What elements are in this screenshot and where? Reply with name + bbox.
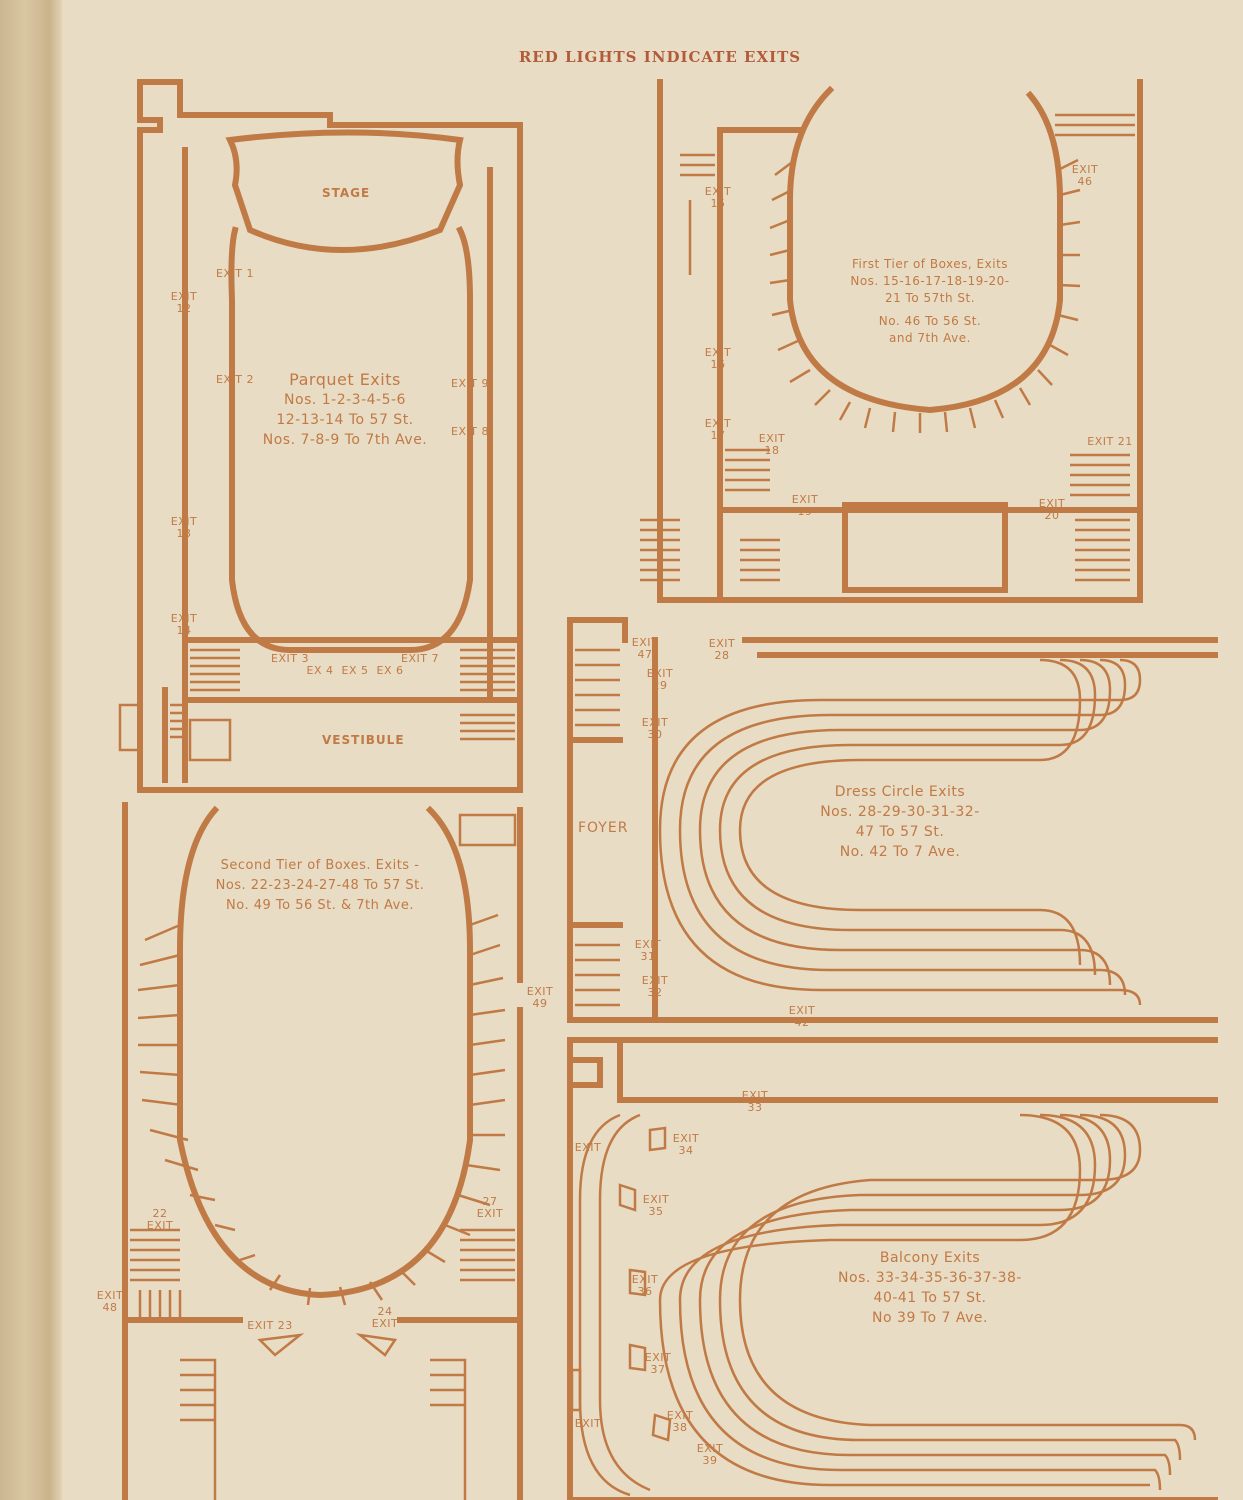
dress-circle-line-1: Nos. 28-29-30-31-32- <box>820 804 980 820</box>
first-tier-line-4: and 7th Ave. <box>889 331 971 345</box>
parquet-seating <box>228 225 473 653</box>
parquet-exit-9: EXIT 9 <box>451 377 489 390</box>
balcony-line-2: 40-41 To 57 St. <box>873 1290 987 1306</box>
second-tier-box-partitions <box>130 813 517 1500</box>
second-tier-title: Second Tier of Boxes. Exits - <box>220 858 420 873</box>
foyer-label: FOYER <box>578 820 629 836</box>
second-tier-exit-49: EXIT 49 <box>526 985 554 1010</box>
dress-circle-line-2: 47 To 57 St. <box>855 824 945 840</box>
second-tier-caption: Second Tier of Boxes. Exits - Nos. 22-23… <box>190 856 450 916</box>
first-tier-plan <box>640 79 1143 603</box>
first-tier-title: First Tier of Boxes, Exits <box>851 257 1009 271</box>
balcony-caption: Balcony Exits Nos. 33-34-35-36-37-38- 40… <box>815 1248 1045 1328</box>
parquet-line-3: Nos. 7-8-9 To 7th Ave. <box>262 432 428 448</box>
first-tier-exit-16: EXIT 16 <box>704 346 732 371</box>
parquet-exit-14: EXIT 14 <box>170 612 198 637</box>
balcony-line-1: Nos. 33-34-35-36-37-38- <box>838 1270 1022 1286</box>
dress-circle-exit-32: EXIT 32 <box>641 974 669 999</box>
first-tier-exit-19: EXIT 19 <box>791 493 819 518</box>
balcony-exit-38: EXIT 38 <box>666 1409 694 1434</box>
parquet-line-2: 12-13-14 To 57 St. <box>276 412 414 428</box>
dress-circle-exit-30: EXIT 30 <box>641 716 669 741</box>
balcony-exit-36: EXIT 36 <box>631 1273 659 1298</box>
balcony-exit-34: EXIT 34 <box>672 1132 700 1157</box>
first-tier-exit-17: EXIT 17 <box>704 417 732 442</box>
second-tier-line-1: Nos. 22-23-24-27-48 To 57 St. <box>215 878 425 893</box>
parquet-exit-8: EXIT 8 <box>451 425 489 438</box>
parquet-outer-wall <box>137 79 523 793</box>
dress-circle-caption: Dress Circle Exits Nos. 28-29-30-31-32- … <box>795 782 1005 862</box>
balcony-exit-west-upper: EXIT <box>574 1141 602 1154</box>
dress-circle-plan <box>567 617 1218 1023</box>
first-tier-exit-15: EXIT 15 <box>704 185 732 210</box>
dress-circle-line-3: No. 42 To 7 Ave. <box>839 844 961 860</box>
second-tier-walls <box>122 802 523 1500</box>
parquet-exit-2: EXIT 2 <box>216 373 254 386</box>
dress-circle-exit-29: EXIT 29 <box>646 667 674 692</box>
first-tier-exit-18: EXIT 18 <box>758 432 786 457</box>
vestibule-label: VESTIBULE <box>322 733 405 747</box>
parquet-caption: Parquet Exits Nos. 1-2-3-4-5-6 12-13-14 … <box>240 370 450 450</box>
dress-circle-title: Dress Circle Exits <box>834 784 966 800</box>
parquet-exit-4: EX 4 <box>306 664 334 677</box>
parquet-plan <box>118 79 523 793</box>
parquet-title: Parquet Exits <box>289 370 401 389</box>
first-tier-caption: First Tier of Boxes, Exits Nos. 15-16-17… <box>825 256 1035 347</box>
second-tier-exit-22: 22 EXIT <box>146 1207 174 1232</box>
second-tier-line-2: No. 49 To 56 St. & 7th Ave. <box>226 898 414 913</box>
first-tier-line-3: No. 46 To 56 St. <box>878 314 982 328</box>
first-tier-boxes <box>787 85 1063 414</box>
second-tier-exit-48: EXIT 48 <box>96 1289 124 1314</box>
balcony-exit-39: EXIT 39 <box>696 1442 724 1467</box>
dress-circle-rows <box>575 648 1142 1007</box>
first-tier-exit-21: EXIT 21 <box>1087 435 1133 448</box>
dress-circle-exit-28: EXIT 28 <box>708 637 736 662</box>
dress-circle-exit-31: EXIT 31 <box>634 938 662 963</box>
balcony-exit-33: EXIT 33 <box>741 1089 769 1114</box>
first-tier-exit-46: EXIT 46 <box>1071 163 1099 188</box>
first-tier-west-wall <box>717 127 803 603</box>
second-tier-exit-24: 24 EXIT <box>371 1305 399 1330</box>
balcony-line-3: No 39 To 7 Ave. <box>872 1310 988 1326</box>
dress-circle-north-rooms <box>567 617 628 743</box>
second-tier-exit-23: EXIT 23 <box>247 1319 293 1332</box>
second-tier-plan <box>122 802 523 1500</box>
second-tier-exit-27: 27 EXIT <box>476 1195 504 1220</box>
balcony-title: Balcony Exits <box>879 1250 981 1266</box>
page-header: RED LIGHTS INDICATE EXITS <box>518 48 802 66</box>
balcony-plan <box>567 1037 1218 1500</box>
first-tier-box-partitions <box>640 113 1135 582</box>
dress-circle-exit-42: EXIT 42 <box>788 1004 816 1029</box>
second-tier-boxes <box>177 805 473 1299</box>
balcony-front-wall <box>617 1037 1218 1103</box>
parquet-exit-12: EXIT 12 <box>170 290 198 315</box>
first-tier-line-2: 21 To 57th St. <box>884 291 976 305</box>
parquet-exit-7: EXIT 7 <box>401 652 439 665</box>
first-tier-exit-20: EXIT 20 <box>1038 497 1066 522</box>
parquet-exit-13: EXIT 13 <box>170 515 198 540</box>
parquet-exit-3: EXIT 3 <box>271 652 309 665</box>
binding-spine <box>0 0 62 1500</box>
first-tier-line-1: Nos. 15-16-17-18-19-20- <box>850 274 1010 288</box>
balcony-exit-west-lower: EXIT <box>574 1417 602 1430</box>
parquet-exit-5: EX 5 <box>341 664 369 677</box>
parquet-exit-6: EX 6 <box>376 664 404 677</box>
first-tier-outer-wall <box>657 79 1143 603</box>
stage <box>225 129 464 253</box>
parquet-exit-1: EXIT 1 <box>216 267 254 280</box>
balcony-walls <box>567 1037 1218 1500</box>
dress-circle-exit-47: EXIT 47 <box>631 636 659 661</box>
balcony-stair-room <box>567 1057 603 1088</box>
parquet-line-1: Nos. 1-2-3-4-5-6 <box>284 392 406 408</box>
balcony-rows <box>570 1113 1197 1497</box>
dress-circle-south-rooms <box>567 922 623 1023</box>
first-tier-room <box>842 502 1008 593</box>
stage-label: STAGE <box>322 186 371 200</box>
balcony-exit-37: EXIT 37 <box>644 1351 672 1376</box>
balcony-exit-35: EXIT 35 <box>642 1193 670 1218</box>
parquet-stairs <box>118 648 515 762</box>
